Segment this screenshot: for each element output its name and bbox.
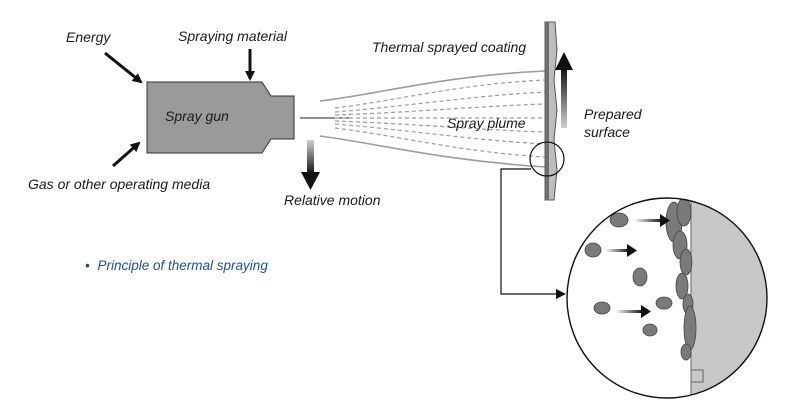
- coating-label: Thermal sprayed coating: [372, 39, 526, 55]
- relative-motion-arrow: [301, 140, 320, 190]
- gas-media-arrow: [112, 141, 141, 168]
- spray-plume-label: Spray plume: [447, 115, 526, 131]
- gas-media-label: Gas or other operating media: [28, 176, 210, 192]
- coating-layer: [545, 22, 549, 200]
- caption: • Principle of thermal spraying: [85, 258, 268, 273]
- prepared-surface-label-line1: Prepared: [584, 106, 643, 122]
- magnified-view: [566, 197, 768, 399]
- spray-gun: [146, 81, 295, 154]
- detail-circle: [529, 141, 565, 177]
- relative-motion-label: Relative motion: [284, 192, 381, 208]
- spraying-material-label: Spraying material: [178, 28, 288, 44]
- caption-text: Principle of thermal spraying: [98, 258, 269, 273]
- spray-gun-label: Spray gun: [165, 108, 229, 124]
- up-motion-arrow: [555, 52, 573, 128]
- energy-arrow: [104, 51, 143, 84]
- prepared-surface-label-line2: surface: [584, 124, 630, 140]
- spray-plume: [300, 70, 546, 168]
- detail-connector: [500, 168, 564, 295]
- caption-bullet: •: [85, 258, 90, 273]
- energy-label: Energy: [66, 29, 111, 45]
- detail-connector-arrowhead: [556, 289, 566, 299]
- substrate: [544, 21, 558, 201]
